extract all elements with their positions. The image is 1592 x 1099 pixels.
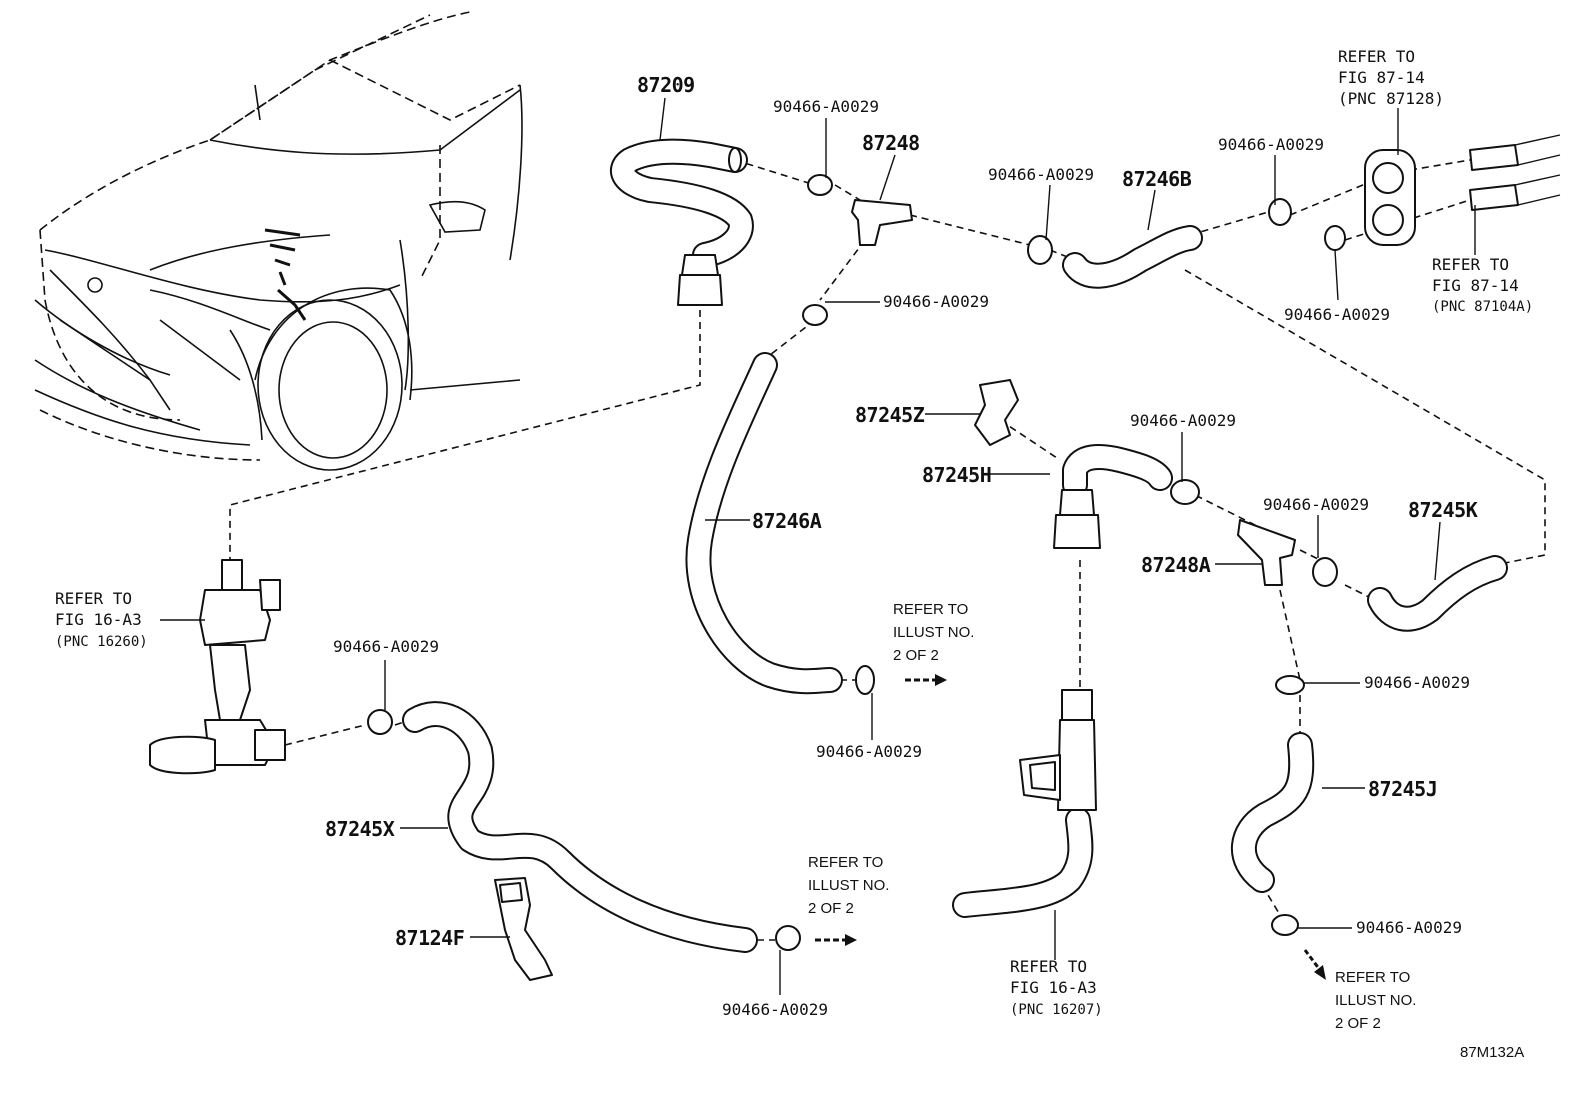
svg-text:(PNC 16207): (PNC 16207) <box>1010 1002 1103 1018</box>
svg-text:ILLUST NO.: ILLUST NO. <box>808 877 889 894</box>
svg-text:REFER TO: REFER TO <box>55 589 132 608</box>
bracket-87124F <box>494 877 553 981</box>
label-87246A: 87246A <box>752 509 822 533</box>
label-clamp-6: 90466-A0029 <box>1130 411 1236 430</box>
hose-87209 <box>610 138 754 306</box>
ref-illust-2-of-2-a: REFER TO ILLUST NO. 2 OF 2 <box>893 601 974 664</box>
label-87209: 87209 <box>637 73 695 97</box>
label-87245K: 87245K <box>1408 498 1478 522</box>
hose-87245K <box>1367 555 1508 632</box>
label-clamp-10: 90466-A0029 <box>816 742 922 761</box>
label-clamp-12: 90466-A0029 <box>722 1000 828 1019</box>
label-clamp-5: 90466-A0029 <box>883 292 989 311</box>
label-clamp-4: 90466-A0029 <box>1284 305 1390 324</box>
arrows <box>815 674 1326 980</box>
label-87246B: 87246B <box>1122 167 1192 191</box>
svg-text:FIG 87-14: FIG 87-14 <box>1432 276 1519 295</box>
label-clamp-11: 90466-A0029 <box>333 637 439 656</box>
svg-text:(PNC 87104A): (PNC 87104A) <box>1432 299 1533 315</box>
ref-fig-16-a3-pnc-16260: REFER TO FIG 16-A3 (PNC 16260) <box>55 589 148 650</box>
hose-87246A <box>685 352 843 695</box>
ref-illust-2-of-2-c: REFER TO ILLUST NO. 2 OF 2 <box>1335 969 1416 1032</box>
label-clamp-8: 90466-A0029 <box>1364 673 1470 692</box>
svg-text:REFER TO: REFER TO <box>1338 47 1415 66</box>
svg-text:2 OF 2: 2 OF 2 <box>808 900 854 917</box>
label-clamp-3: 90466-A0029 <box>1218 135 1324 154</box>
svg-text:ILLUST NO.: ILLUST NO. <box>893 624 974 641</box>
svg-text:REFER TO: REFER TO <box>808 854 883 871</box>
label-87245Z: 87245Z <box>855 403 925 427</box>
tee-87248 <box>851 199 913 246</box>
clip-87245Z <box>974 379 1019 446</box>
label-87245J: 87245J <box>1368 777 1437 801</box>
svg-text:ILLUST NO.: ILLUST NO. <box>1335 992 1416 1009</box>
grommet-87128 <box>1364 134 1561 246</box>
label-87124F: 87124F <box>395 926 464 950</box>
part-labels: 87209 90466-A0029 87248 90466-A0029 8724… <box>325 73 1524 1061</box>
ref-fig-87-14-pnc-87104a: REFER TO FIG 87-14 (PNC 87104A) <box>1432 255 1533 315</box>
svg-text:(PNC 87128): (PNC 87128) <box>1338 89 1444 108</box>
svg-text:2 OF 2: 2 OF 2 <box>1335 1015 1381 1032</box>
tee-87248A <box>1237 519 1296 586</box>
ref-illust-2-of-2-b: REFER TO ILLUST NO. 2 OF 2 <box>808 854 889 917</box>
svg-text:FIG 16-A3: FIG 16-A3 <box>1010 978 1097 997</box>
hose-87245X <box>402 701 758 953</box>
svg-text:2 OF 2: 2 OF 2 <box>893 647 939 664</box>
svg-text:REFER TO: REFER TO <box>1010 957 1087 976</box>
hose-87245H <box>1053 444 1173 549</box>
label-87245X: 87245X <box>325 817 395 841</box>
pipe-16207 <box>952 689 1097 918</box>
valve-16260 <box>149 559 286 775</box>
svg-text:(PNC 16260): (PNC 16260) <box>55 634 148 650</box>
label-87248: 87248 <box>862 131 920 155</box>
svg-text:REFER TO: REFER TO <box>893 601 968 618</box>
ref-fig-87-14-pnc-87128: REFER TO FIG 87-14 (PNC 87128) <box>1338 47 1444 108</box>
diagram-code: 87M132A <box>1460 1044 1524 1061</box>
clamps <box>367 174 1346 951</box>
ref-fig-16-a3-pnc-16207: REFER TO FIG 16-A3 (PNC 16207) <box>1010 957 1103 1018</box>
hose-87245J <box>1231 732 1315 893</box>
hose-87246B <box>1062 225 1203 289</box>
label-87245H: 87245H <box>922 463 991 487</box>
svg-text:FIG 87-14: FIG 87-14 <box>1338 68 1425 87</box>
label-87248A: 87248A <box>1141 553 1211 577</box>
vehicle-front-sketch <box>34 11 523 471</box>
svg-text:REFER TO: REFER TO <box>1432 255 1509 274</box>
label-clamp-1: 90466-A0029 <box>773 97 879 116</box>
label-clamp-9: 90466-A0029 <box>1356 918 1462 937</box>
svg-text:REFER TO: REFER TO <box>1335 969 1410 986</box>
label-clamp-2: 90466-A0029 <box>988 165 1094 184</box>
connection-lines <box>229 159 1546 941</box>
reference-notes: REFER TO FIG 87-14 (PNC 87128) REFER TO … <box>55 47 1533 1032</box>
leader-lines <box>160 97 1476 995</box>
label-clamp-7: 90466-A0029 <box>1263 495 1369 514</box>
hoses <box>149 134 1561 981</box>
svg-text:FIG 16-A3: FIG 16-A3 <box>55 610 142 629</box>
